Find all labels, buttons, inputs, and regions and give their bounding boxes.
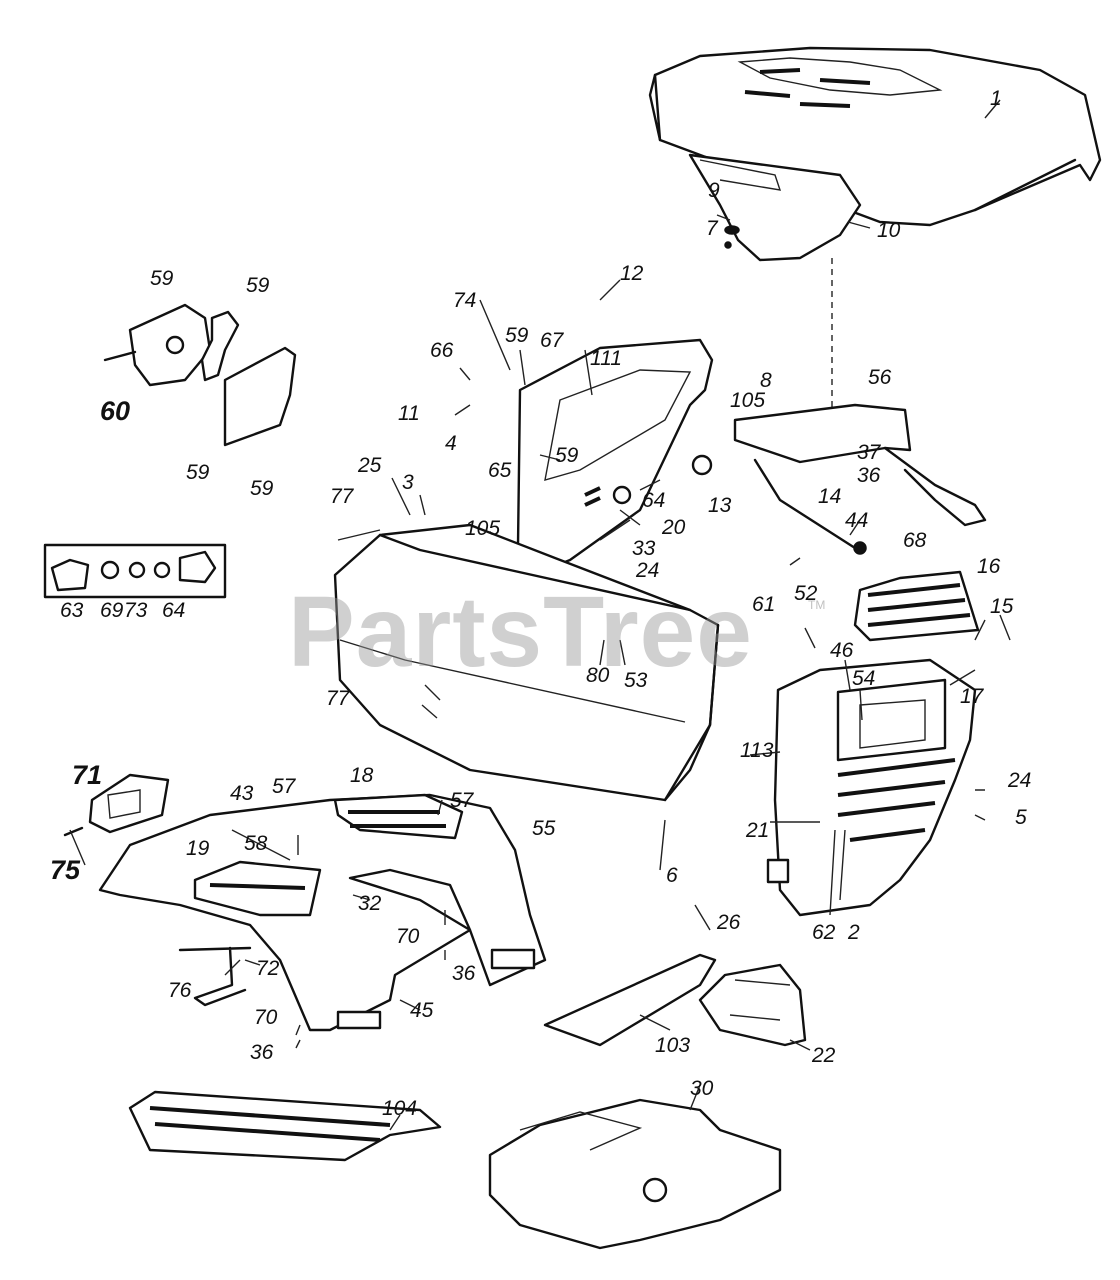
callout-label: 26 — [717, 911, 741, 934]
callout-label: 17 — [960, 685, 984, 708]
part-footrest-104 — [128, 1090, 442, 1162]
callout-label: 77 — [326, 687, 350, 710]
callout-label: 77 — [330, 485, 354, 508]
callout-label: 24 — [1008, 769, 1032, 792]
callout-label: 58 — [244, 832, 268, 855]
callout-label: 45 — [410, 999, 434, 1022]
part-frame-30 — [488, 1098, 782, 1250]
callout-label: 59 — [186, 461, 210, 484]
part-brackets-59 — [103, 303, 297, 447]
callout-label: 64 — [162, 599, 186, 622]
callout-label: 21 — [746, 819, 770, 842]
callout-label: 71 — [72, 760, 103, 790]
callout-label: 43 — [230, 782, 254, 805]
callout-label: 2 — [848, 921, 860, 944]
callout-label: 68 — [903, 529, 927, 552]
part-hood-top — [648, 46, 1102, 227]
callout-label: 59 — [150, 267, 174, 290]
callout-label: 37 — [857, 441, 881, 464]
part-grille-body — [766, 658, 977, 917]
callout-label: 104 — [382, 1097, 418, 1120]
callout-label: 55 — [532, 817, 556, 840]
callout-label: 20 — [662, 516, 686, 539]
part-housing-10 — [688, 153, 862, 262]
callout-label: 113 — [740, 739, 774, 762]
watermark-trademark: TM — [808, 598, 826, 612]
callout-label: 69 — [100, 599, 124, 622]
callout-label: 105 — [730, 389, 766, 412]
part-fender-43 — [98, 793, 547, 1032]
callout-label: 22 — [812, 1044, 836, 1067]
part-103-22 — [543, 953, 807, 1047]
part-dash-65 — [516, 338, 714, 572]
callout-label: 9 — [708, 179, 720, 202]
callout-label: 59 — [250, 477, 274, 500]
callout-label: 13 — [708, 494, 732, 517]
callout-label: 59 — [246, 274, 270, 297]
callout-label: 70 — [396, 925, 420, 948]
callout-label: 6 — [666, 864, 678, 887]
callout-label: 24 — [636, 559, 660, 582]
part-71 — [63, 773, 170, 837]
callout-label: 59 — [505, 324, 529, 347]
callout-label: 59 — [555, 444, 579, 467]
callout-label: 25 — [358, 454, 382, 477]
callout-label: 73 — [124, 599, 148, 622]
callout-label: 4 — [445, 432, 457, 455]
callout-label: 1 — [990, 87, 1002, 110]
callout-label: 76 — [168, 979, 192, 1002]
callout-label: 66 — [430, 339, 454, 362]
callout-label: 30 — [690, 1077, 714, 1100]
callout-label: 46 — [830, 639, 854, 662]
part-bracket-8 — [733, 403, 987, 555]
callout-label: 80 — [586, 664, 610, 687]
callout-label: 14 — [818, 485, 842, 508]
part-hood-55 — [333, 523, 720, 802]
callout-label: 105 — [465, 517, 501, 540]
callout-label: 15 — [990, 595, 1014, 618]
callout-label: 61 — [752, 593, 776, 616]
callout-label: 74 — [453, 289, 477, 312]
callout-label: 56 — [868, 366, 892, 389]
callout-label: 36 — [857, 464, 881, 487]
callout-label: 54 — [852, 667, 876, 690]
callout-label: 36 — [452, 962, 476, 985]
callout-label: 32 — [358, 892, 382, 915]
callout-label: 10 — [877, 219, 901, 242]
callout-label: 103 — [655, 1034, 691, 1057]
watermark: PartsTree — [288, 576, 753, 688]
callout-label: 36 — [250, 1041, 274, 1064]
callout-label: 18 — [350, 764, 374, 787]
callout-label: 60 — [100, 396, 131, 426]
part-pad-68 — [853, 570, 980, 642]
callout-label: 5 — [1015, 806, 1027, 829]
callout-label: 65 — [488, 459, 512, 482]
callout-label: 52 — [794, 582, 818, 605]
callout-label: 64 — [642, 489, 666, 512]
callout-label: 7 — [706, 217, 718, 240]
callout-label: 53 — [624, 669, 648, 692]
callout-label: 67 — [540, 329, 564, 352]
callout-label: 16 — [977, 555, 1001, 578]
callout-label: 11 — [398, 402, 420, 425]
callout-label: 44 — [845, 509, 869, 532]
callout-label: 8 — [760, 369, 772, 392]
callout-label: 111 — [590, 347, 622, 370]
callout-label: 57 — [450, 789, 474, 812]
callout-label: 72 — [256, 957, 280, 980]
callout-label: 63 — [60, 599, 84, 622]
callout-label: 62 — [812, 921, 836, 944]
callout-label: 19 — [186, 837, 210, 860]
callout-label: 12 — [620, 262, 644, 285]
callout-label: 33 — [632, 537, 656, 560]
leader-lines — [69, 99, 1011, 1131]
callout-label: 57 — [272, 775, 296, 798]
callout-label: 75 — [50, 855, 81, 885]
part-panel-switch — [43, 543, 227, 599]
callout-label: 70 — [254, 1006, 278, 1029]
callout-label: 3 — [402, 471, 414, 494]
